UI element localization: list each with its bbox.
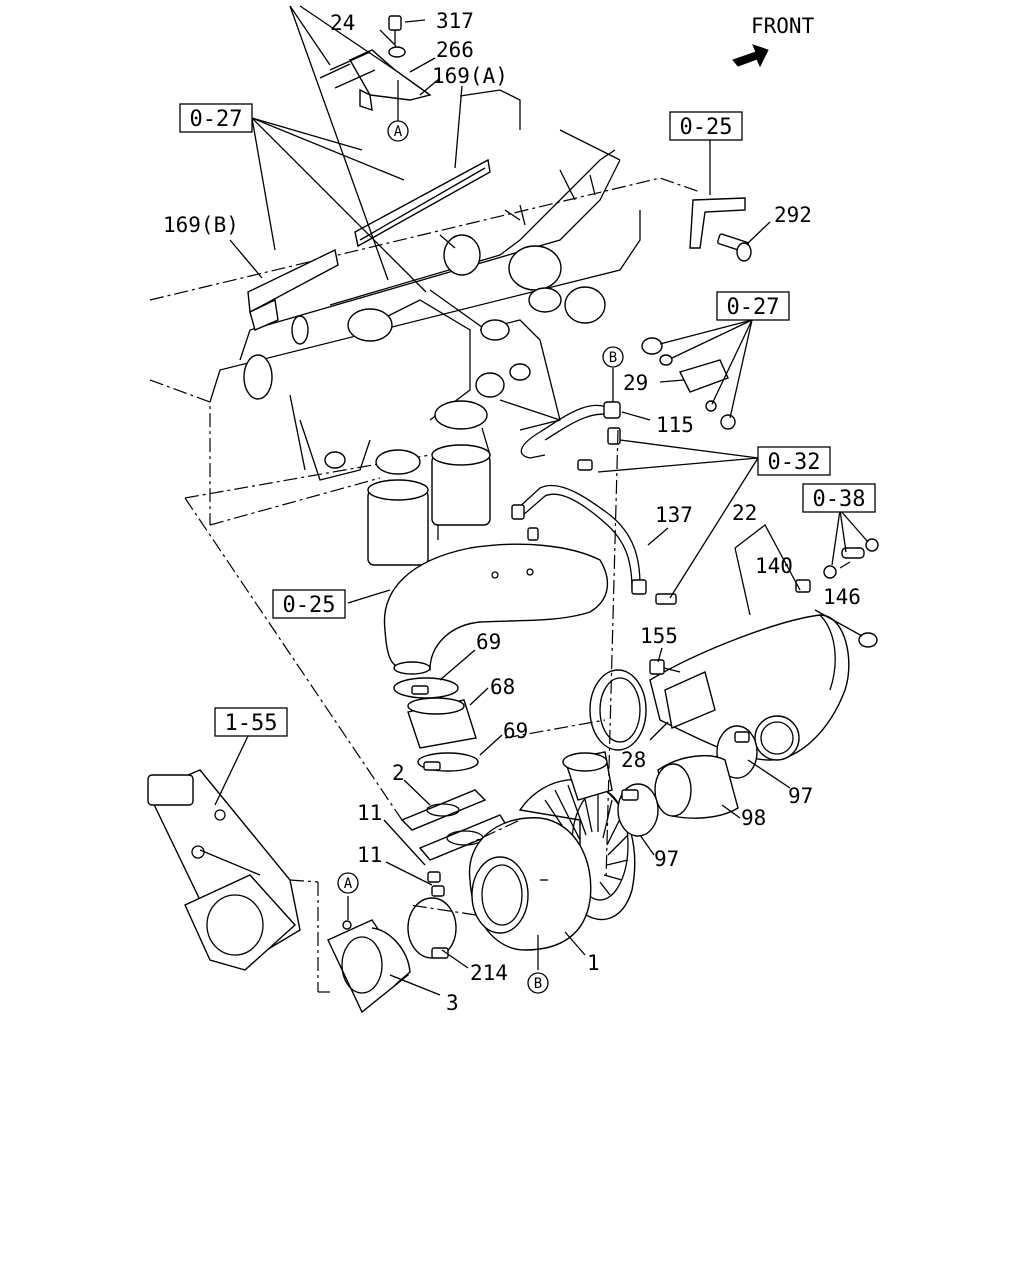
clamp-214	[407, 897, 457, 959]
circle-mark-label: B	[609, 350, 617, 366]
ref-label: 0-25	[680, 115, 733, 140]
heat-shield-169b	[247, 248, 339, 331]
part-label-146: 146	[823, 585, 861, 609]
part-label-11-upper: 11	[357, 801, 382, 825]
part-label-169a: 169(A)	[432, 64, 508, 88]
part-label-115: 115	[656, 413, 694, 437]
part-label-97-lower: 97	[654, 847, 679, 871]
part-label-69-lower: 69	[503, 719, 528, 743]
hose-68-with-clamps	[393, 677, 479, 772]
part-label-28: 28	[621, 748, 646, 772]
part-label-169b: 169(B)	[163, 213, 239, 237]
front-arrow-indicator: FRONT	[732, 14, 815, 68]
leader-lines	[184, 5, 869, 996]
circle-mark-a-bottom: A	[337, 872, 359, 894]
part-label-3: 3	[446, 991, 459, 1015]
circle-mark-label: B	[534, 976, 542, 992]
part-label-292: 292	[774, 203, 812, 227]
turbocharger	[468, 751, 636, 951]
circle-mark-label: A	[344, 876, 353, 892]
adapter-flange-3	[327, 919, 411, 1014]
hose-98-with-clamps	[617, 725, 758, 837]
part-number-labels: 24 317 266 169(A) 169(B) 292 29 115 137 …	[163, 9, 861, 1015]
part-label-11-lower: 11	[357, 843, 382, 867]
ref-label: 0-32	[768, 450, 821, 475]
part-label-140: 140	[755, 554, 793, 578]
part-label-317: 317	[436, 9, 474, 33]
circle-mark-b-bottom: B	[527, 972, 549, 994]
circle-mark-a-top: A	[387, 120, 409, 142]
ref-box-0-38[interactable]: 0-38	[802, 483, 876, 513]
part-label-214: 214	[470, 961, 508, 985]
oil-feed-pipe	[520, 337, 736, 471]
ref-label: 1-55	[225, 711, 278, 736]
part-label-266: 266	[436, 38, 474, 62]
exhaust-brake-unit	[147, 769, 301, 971]
gasket-2	[400, 789, 487, 831]
ref-box-0-32[interactable]: 0-32	[757, 446, 831, 476]
ref-box-1-55[interactable]: 1-55	[214, 707, 288, 737]
front-label: FRONT	[751, 14, 815, 38]
ref-label: 0-38	[813, 487, 866, 512]
ref-box-0-27-right[interactable]: 0-27	[716, 291, 790, 321]
part-label-155: 155	[640, 624, 678, 648]
part-label-137: 137	[655, 503, 693, 527]
part-label-2: 2	[392, 761, 405, 785]
ref-label: 0-27	[190, 107, 243, 132]
part-label-22: 22	[732, 501, 757, 525]
charge-air-duct-22	[589, 538, 879, 761]
heat-shield-169a	[354, 158, 491, 248]
part-label-68: 68	[490, 675, 515, 699]
circle-mark-b-top: B	[602, 346, 624, 368]
bracket-292	[689, 197, 752, 262]
ref-label: 0-27	[727, 295, 780, 320]
circle-mark-label: A	[394, 124, 403, 140]
part-label-97-right: 97	[788, 784, 813, 808]
bracket-266-assembly	[319, 15, 432, 112]
engine-block	[149, 89, 701, 566]
part-label-69-upper: 69	[476, 630, 501, 654]
part-label-1: 1	[587, 951, 600, 975]
oil-return-pipe	[511, 484, 677, 605]
front-arrow-icon	[732, 44, 769, 68]
part-label-29: 29	[623, 371, 648, 395]
ref-label: 0-25	[283, 593, 336, 618]
ref-box-0-27-top[interactable]: 0-27	[179, 103, 253, 133]
ref-box-0-25-top[interactable]: 0-25	[669, 111, 743, 141]
part-label-24: 24	[330, 11, 355, 35]
intake-pipe-elbow	[383, 543, 609, 675]
part-label-98: 98	[741, 806, 766, 830]
ref-box-0-25-intake[interactable]: 0-25	[272, 589, 346, 619]
